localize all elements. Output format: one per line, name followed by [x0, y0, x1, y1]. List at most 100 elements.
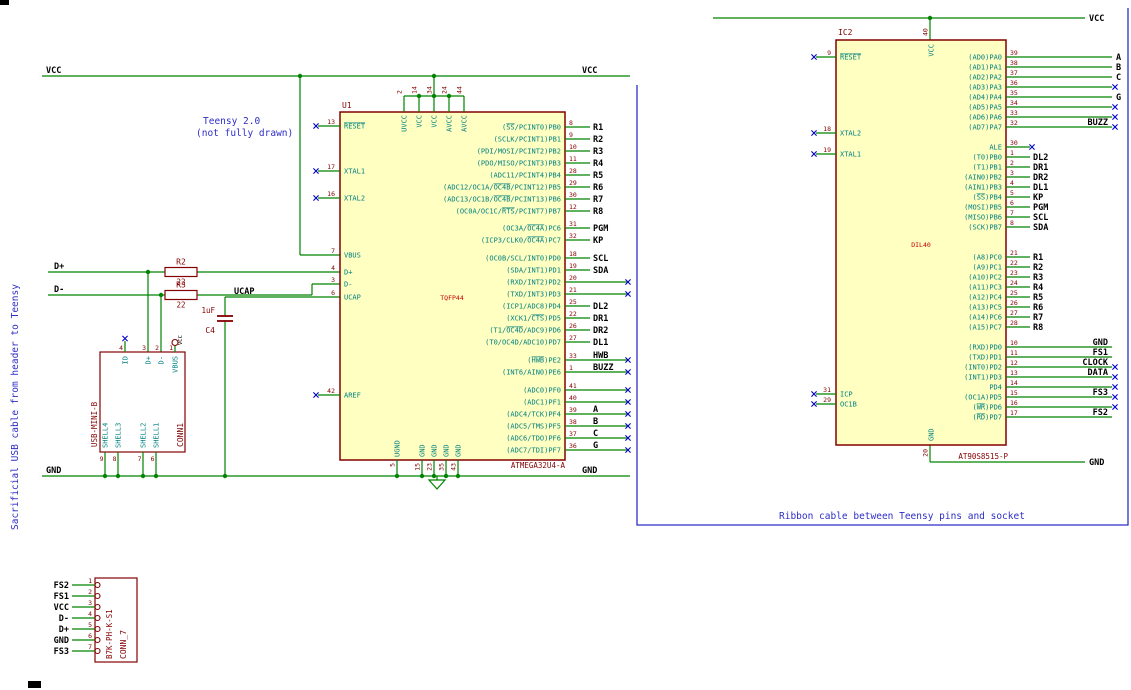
net-label: FS3	[1093, 388, 1108, 398]
pin-number: 27	[1010, 309, 1018, 317]
pin-name: SHELL1	[153, 423, 161, 448]
net-label: VCC	[54, 603, 69, 613]
pin-name: (A10)PC2	[968, 274, 1002, 282]
pin-name: XTAL2	[840, 130, 861, 138]
net-label: R2	[1033, 263, 1043, 273]
pin-number: 41	[569, 382, 577, 390]
pin-number: 6	[88, 632, 92, 640]
pin-name: XTAL2	[344, 195, 365, 203]
pin-number: 24	[441, 86, 449, 94]
component-ref: R3	[176, 281, 186, 290]
pin-name: SHELL2	[140, 423, 148, 448]
pin-number: 31	[823, 386, 831, 394]
net-label: D+	[54, 262, 64, 272]
no-connect-icon	[811, 151, 817, 157]
junction-dot	[153, 473, 159, 479]
pin-number: 24	[1010, 279, 1018, 287]
no-connect-icon	[1112, 394, 1118, 400]
pin-name: VCC	[928, 44, 936, 57]
pin-name: RESET	[344, 123, 366, 131]
pin-circle-icon	[94, 603, 101, 611]
pin-number: 1	[1010, 149, 1014, 157]
pin-name: GND	[443, 444, 451, 457]
pin-number: 2	[155, 344, 159, 352]
pin-name: (ADC4/TCK)PF4	[506, 411, 561, 419]
net-label: DL2	[1033, 153, 1048, 163]
junction-dot	[416, 93, 422, 99]
pin-name: (INT6/AIN0)PE6	[502, 369, 561, 377]
net-label: FS3	[54, 647, 69, 657]
component-part: ATMEGA32U4-A	[511, 461, 566, 470]
pin-number: 7	[1010, 209, 1014, 217]
pin-name: (RXD)PD0	[968, 344, 1002, 352]
junction-dot	[446, 93, 452, 99]
pin-number: 15	[414, 463, 422, 471]
net-label: GND	[46, 466, 61, 476]
component-ref: U1	[342, 101, 352, 110]
pin-number: 4	[88, 610, 92, 618]
no-connect-icon	[625, 279, 631, 285]
no-connect-icon	[1112, 104, 1118, 110]
net-label: D-	[54, 285, 64, 295]
pin-number: 17	[1010, 409, 1018, 417]
pin-name: AVCC	[461, 115, 469, 132]
net-label: GND	[1089, 458, 1104, 468]
no-connect-icon	[1112, 404, 1118, 410]
pin-number: 20	[569, 274, 577, 282]
net-label: R2	[593, 135, 603, 145]
net-label: SDA	[593, 266, 608, 276]
pin-number: 9	[569, 131, 573, 139]
net-label: R8	[593, 207, 603, 217]
pin-name: GND	[455, 444, 463, 457]
net-label: DL1	[593, 338, 608, 348]
resistor-body	[164, 289, 198, 301]
pin-name: VCC	[431, 115, 439, 128]
junction-dot	[431, 93, 437, 99]
net-label: R6	[1033, 303, 1043, 313]
junction-dot	[431, 73, 437, 79]
pin-circle-icon	[94, 625, 101, 633]
resistor-body	[164, 266, 198, 278]
pin-name: (ADC6/TDO)PF6	[506, 435, 561, 443]
net-label: R1	[593, 123, 603, 133]
component-ref: CONN_7	[119, 630, 128, 659]
net-label: R3	[1033, 273, 1043, 283]
pin-number: 15	[1010, 389, 1018, 397]
no-connect-icon	[625, 387, 631, 393]
corner-artifact	[28, 681, 41, 688]
net-label: HWB	[593, 351, 608, 361]
no-connect-icon	[1112, 124, 1118, 130]
pin-name: (A15)PC7	[968, 324, 1002, 332]
pin-name: (TXD/INT3)PD3	[506, 291, 561, 299]
pin-number: 30	[569, 191, 577, 199]
net-label: G	[1116, 93, 1121, 103]
pin-circle-icon	[94, 592, 101, 600]
net-label: KP	[1033, 193, 1043, 203]
pin-name: ALE	[989, 144, 1002, 152]
net-label: SCL	[593, 254, 608, 264]
pin-number: 43	[450, 463, 458, 471]
net-label: DR2	[1033, 173, 1048, 183]
no-connect-icon	[811, 54, 817, 60]
pin-name: (AD3)PA3	[968, 84, 1002, 92]
component-value: 22	[176, 278, 185, 287]
net-label: PGM	[1033, 203, 1048, 213]
junction-dot	[222, 473, 228, 479]
pin-number: 13	[327, 118, 335, 126]
pin-number: 35	[438, 463, 446, 471]
net-label: R7	[1033, 313, 1043, 323]
pin-name: (A11)PC3	[968, 284, 1002, 292]
vcc-flag-icon	[171, 338, 179, 347]
pin-number: 19	[569, 262, 577, 270]
component-value: 22	[176, 301, 185, 310]
corner-artifact	[0, 0, 9, 5]
pin-name: (SS/PCINT0)PB0	[502, 124, 561, 132]
note-teensy-subtitle: (not fully drawn)	[196, 128, 294, 139]
pin-name: (OC0B/SCL/INT0)PD0	[485, 255, 561, 263]
pin-name: XTAL1	[344, 168, 365, 176]
pin-number: 38	[1010, 59, 1018, 67]
no-connect-icon	[1112, 374, 1118, 380]
pin-number: 16	[327, 190, 335, 198]
